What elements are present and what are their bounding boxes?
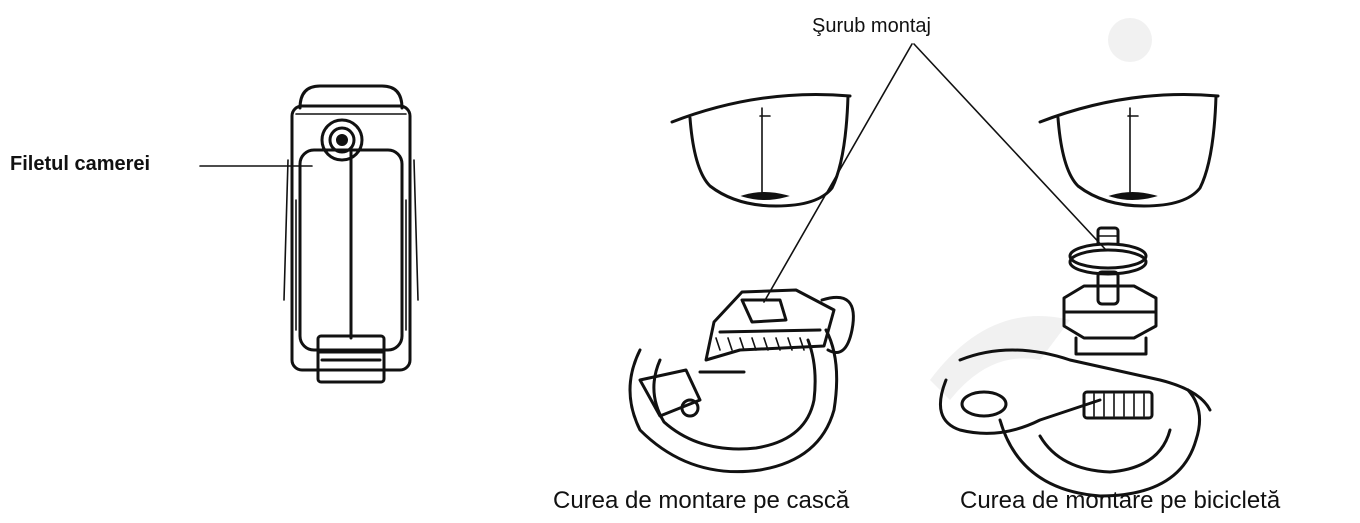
bike-cup-illustration [1038, 93, 1220, 208]
camera-back-illustration [283, 84, 419, 384]
helmet-strap-label: Curea de montare pe cască [553, 487, 850, 514]
watermark [930, 18, 1152, 400]
helmet-strap-illustration [628, 288, 855, 474]
mount-screw-leader-left [763, 43, 913, 303]
helmet-cup-illustration [670, 93, 852, 208]
bike-strap-label: Curea de montare pe bicicletă [960, 487, 1281, 514]
bike-strap-illustration [938, 226, 1212, 498]
mount-screw-leader-right [913, 43, 1107, 251]
mount-screw-label: Şurub montaj [812, 15, 931, 37]
camera-thread-label: Filetul camerei [10, 153, 151, 175]
